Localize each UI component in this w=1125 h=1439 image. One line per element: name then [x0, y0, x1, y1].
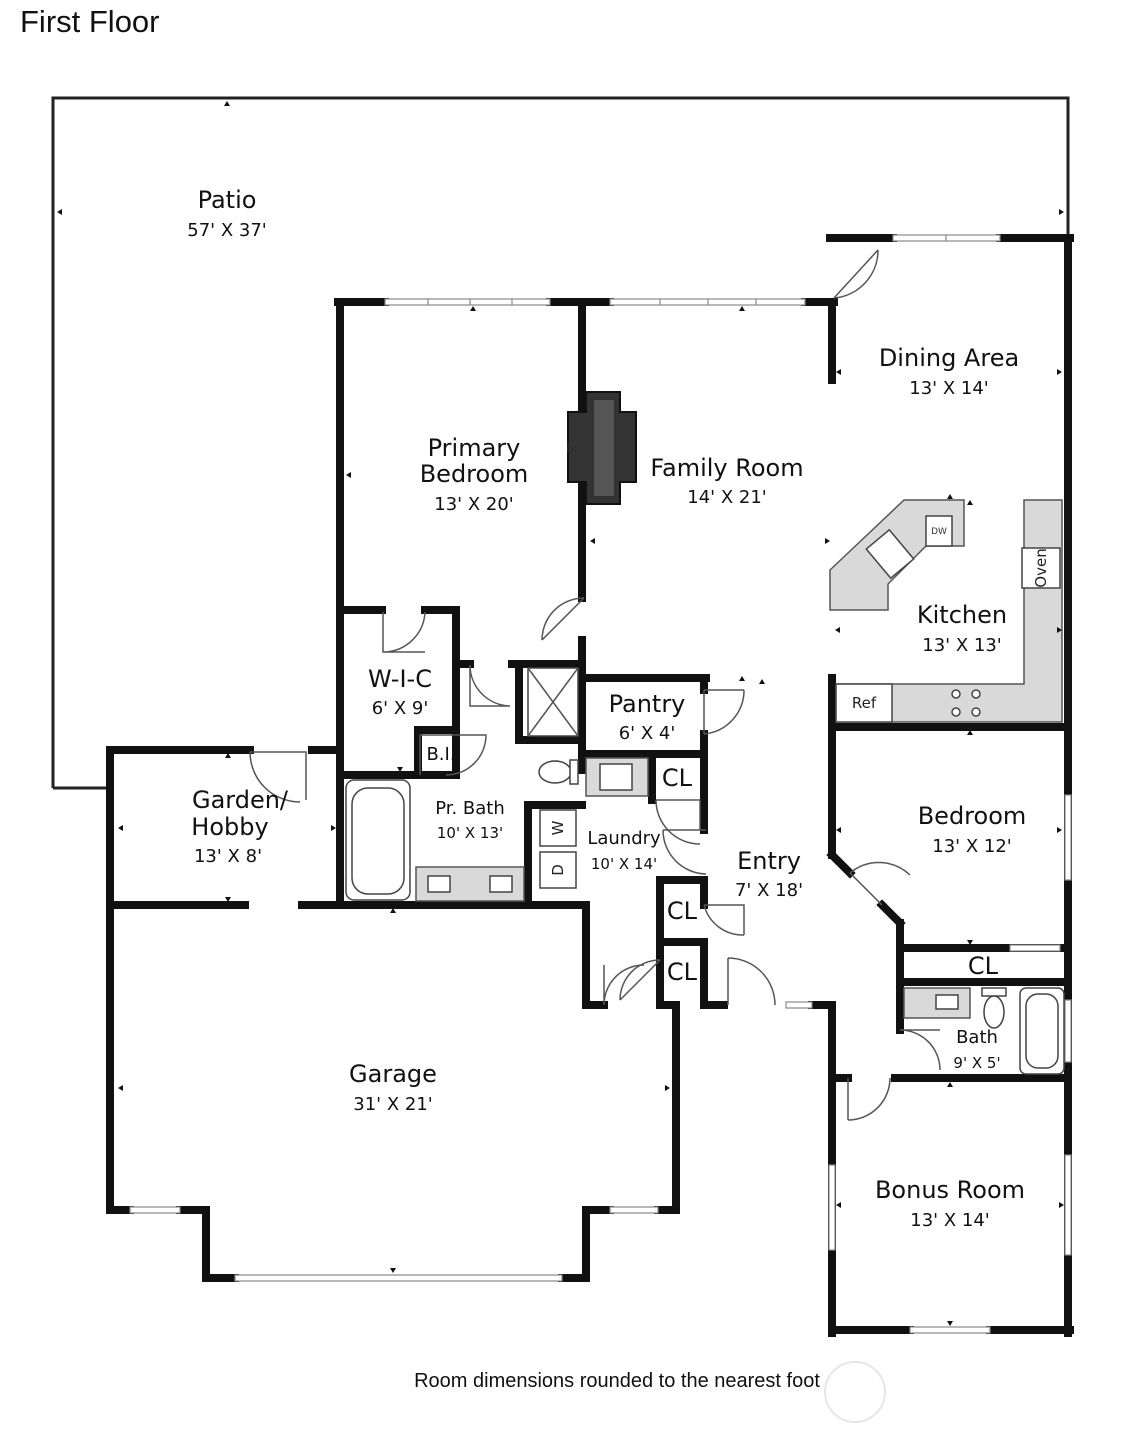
kitchen-name: Kitchen — [917, 601, 1007, 629]
bath-name: Bath — [956, 1027, 998, 1048]
oven-label: Oven — [1032, 548, 1050, 587]
patio-name: Patio — [198, 186, 257, 214]
fp-label-right: FP — [626, 442, 636, 453]
watermark-circle — [824, 1361, 886, 1423]
bonus-room-dims: 13' X 14' — [910, 1210, 989, 1231]
built-in-label: B.I. — [426, 744, 455, 765]
patio-dims: 57' X 37' — [187, 220, 266, 241]
closet-label: CL — [662, 764, 693, 792]
primary-bedroom-name-2: Bedroom — [420, 460, 529, 488]
dishwasher-icon — [925, 515, 953, 547]
fp-label-left: FP — [567, 442, 577, 453]
kitchen-counters — [829, 499, 1063, 723]
patio-outline — [51, 96, 1070, 790]
dining-area-dims: 13' X 14' — [909, 378, 988, 399]
primary-bath-fixtures — [345, 757, 649, 902]
hall-bath-fixtures — [903, 987, 1065, 1075]
footnote: Room dimensions rounded to the nearest f… — [414, 1370, 820, 1392]
wic-dims: 6' X 9' — [372, 698, 429, 719]
entry-dims: 7' X 18' — [735, 880, 803, 901]
closet-label: CL — [667, 897, 698, 925]
garden-hobby-dims: 13' X 8' — [194, 846, 262, 867]
bath-dims: 9' X 5' — [953, 1054, 1000, 1072]
primary-bedroom-name-1: Primary — [428, 434, 521, 462]
refrigerator-icon — [835, 683, 893, 723]
dimension-markers — [57, 101, 1064, 1326]
dryer-label: D — [549, 864, 567, 876]
bonus-room-name: Bonus Room — [875, 1176, 1025, 1204]
bedroom-dims: 13' X 12' — [932, 836, 1011, 857]
kitchen-sink-icon — [865, 528, 915, 580]
oven-icon — [1021, 547, 1061, 589]
ref-label: Ref — [852, 694, 877, 712]
pantry-name: Pantry — [609, 690, 686, 718]
walls — [106, 234, 1074, 1337]
laundry-appliances — [539, 809, 577, 889]
windows — [129, 234, 1072, 1334]
family-room-name: Family Room — [650, 454, 803, 482]
entry-name: Entry — [737, 847, 801, 875]
fireplace — [567, 391, 637, 505]
cooktop-icon — [951, 689, 981, 717]
shower-icon — [527, 667, 579, 737]
family-room-dims: 14' X 21' — [687, 487, 766, 508]
garage-name: Garage — [349, 1060, 437, 1088]
laundry-name: Laundry — [587, 828, 661, 849]
closet-label: CL — [667, 958, 698, 986]
dw-label: DW — [931, 527, 947, 537]
bedroom-name: Bedroom — [918, 802, 1027, 830]
closet-label: CL — [968, 952, 999, 980]
kitchen-dims: 13' X 13' — [922, 635, 1001, 656]
doors — [249, 249, 941, 1121]
garage-dims: 31' X 21' — [353, 1094, 432, 1115]
floor-title: First Floor — [20, 4, 160, 39]
dining-area-name: Dining Area — [879, 344, 1019, 372]
pantry-dims: 6' X 4' — [619, 723, 676, 744]
washer-label: W — [549, 820, 567, 835]
laundry-dims: 10' X 14' — [591, 855, 657, 873]
pr-bath-name: Pr. Bath — [435, 798, 505, 819]
garden-hobby-name-1: Garden/ — [192, 786, 289, 814]
primary-bedroom-dims: 13' X 20' — [434, 494, 513, 515]
pr-bath-dims: 10' X 13' — [437, 824, 503, 842]
wic-name: W-I-C — [368, 665, 432, 693]
garden-hobby-name-2: Hobby — [191, 813, 268, 841]
